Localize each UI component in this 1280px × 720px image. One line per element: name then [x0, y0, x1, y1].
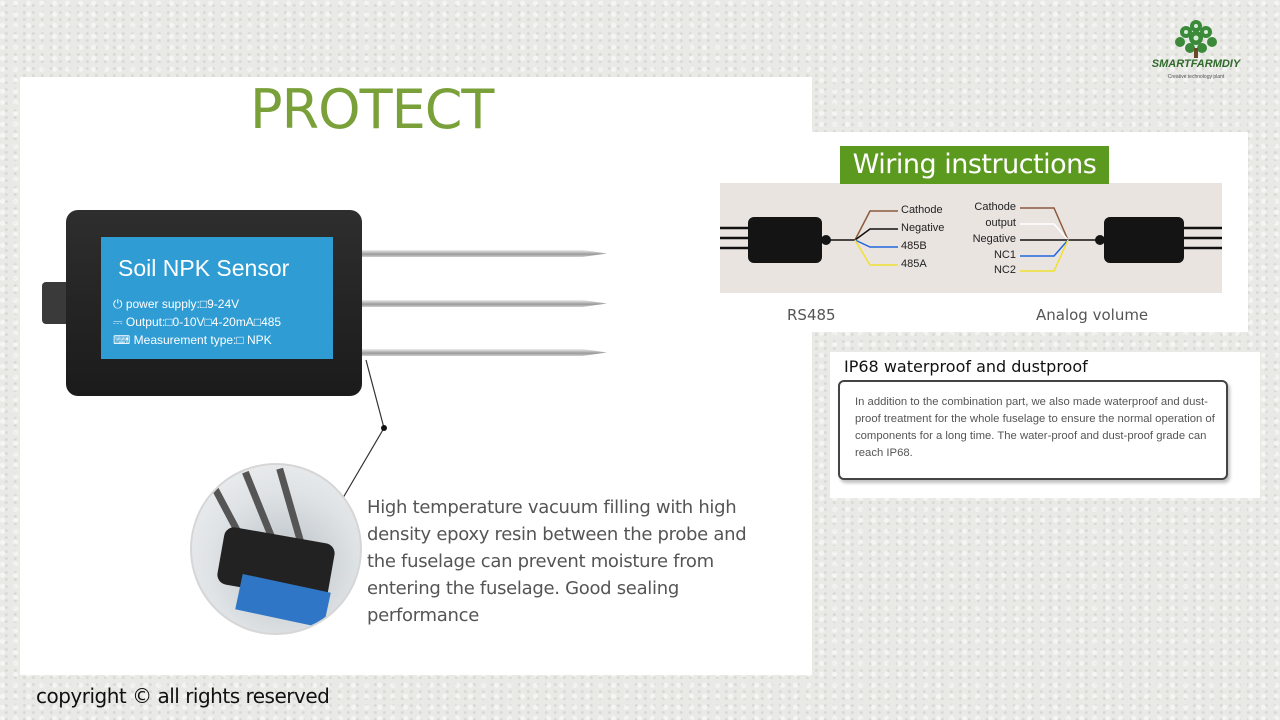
page-title: PROTECT: [250, 78, 494, 141]
ip68-title: IP68 waterproof and dustproof: [844, 357, 1088, 376]
keyboard-icon: ⌨: [113, 333, 134, 347]
rs485-label-negative: Negative: [901, 222, 945, 234]
ip68-description: In addition to the combination part, we …: [855, 396, 1215, 459]
sensor-probe-1: [362, 250, 607, 257]
rs485-label-485a: 485A: [901, 258, 927, 270]
tree-icon: [1175, 20, 1217, 58]
analog-label-cathode: Cathode: [974, 201, 1016, 213]
wiring-diagram: Cathode Negative 485B 485A Cathode outpu…: [720, 183, 1222, 293]
sealing-description: High temperature vacuum filling with hig…: [367, 497, 747, 626]
analog-caption: Analog volume: [1036, 306, 1149, 324]
ip68-box: In addition to the combination part, we …: [838, 380, 1228, 480]
analog-label-nc1: NC1: [993, 249, 1016, 261]
sensor-probe-2: [362, 300, 607, 307]
sensor-measurement: ⌨ Measurement type:□ NPK: [113, 333, 272, 347]
analog-label-output: output: [985, 217, 1016, 229]
wiring-title: Wiring instructions: [840, 146, 1109, 184]
wiring-lines: [720, 207, 1222, 272]
smartfarmdiy-logo: SMARTFARMDIY Creative technology plant: [1150, 14, 1242, 84]
power-icon: ⏻: [113, 297, 126, 311]
sensor-probe-3: [362, 349, 607, 356]
rs485-caption: RS485: [787, 306, 836, 324]
sensor-label: Soil NPK Sensor ⏻ power supply:□9-24V ⎓ …: [101, 237, 333, 359]
logo-name: SMARTFARMDIY: [1151, 58, 1241, 70]
rs485-label-cathode: Cathode: [901, 204, 943, 216]
sensor-name: Soil NPK Sensor: [118, 255, 290, 281]
sensor-output: ⎓ Output:□0-10V□4-20mA□485: [113, 315, 282, 329]
rs485-label-485b: 485B: [901, 240, 927, 252]
epoxy-seal-photo: [190, 463, 362, 635]
logo-tagline: Creative technology plant: [1167, 74, 1225, 80]
sensor-power: ⏻ power supply:□9-24V: [113, 297, 240, 311]
dc-icon: ⎓: [113, 315, 126, 329]
analog-label-negative: Negative: [972, 233, 1016, 245]
analog-label-nc2: NC2: [993, 264, 1016, 276]
copyright-notice: copyright © all rights reserved: [36, 684, 330, 708]
